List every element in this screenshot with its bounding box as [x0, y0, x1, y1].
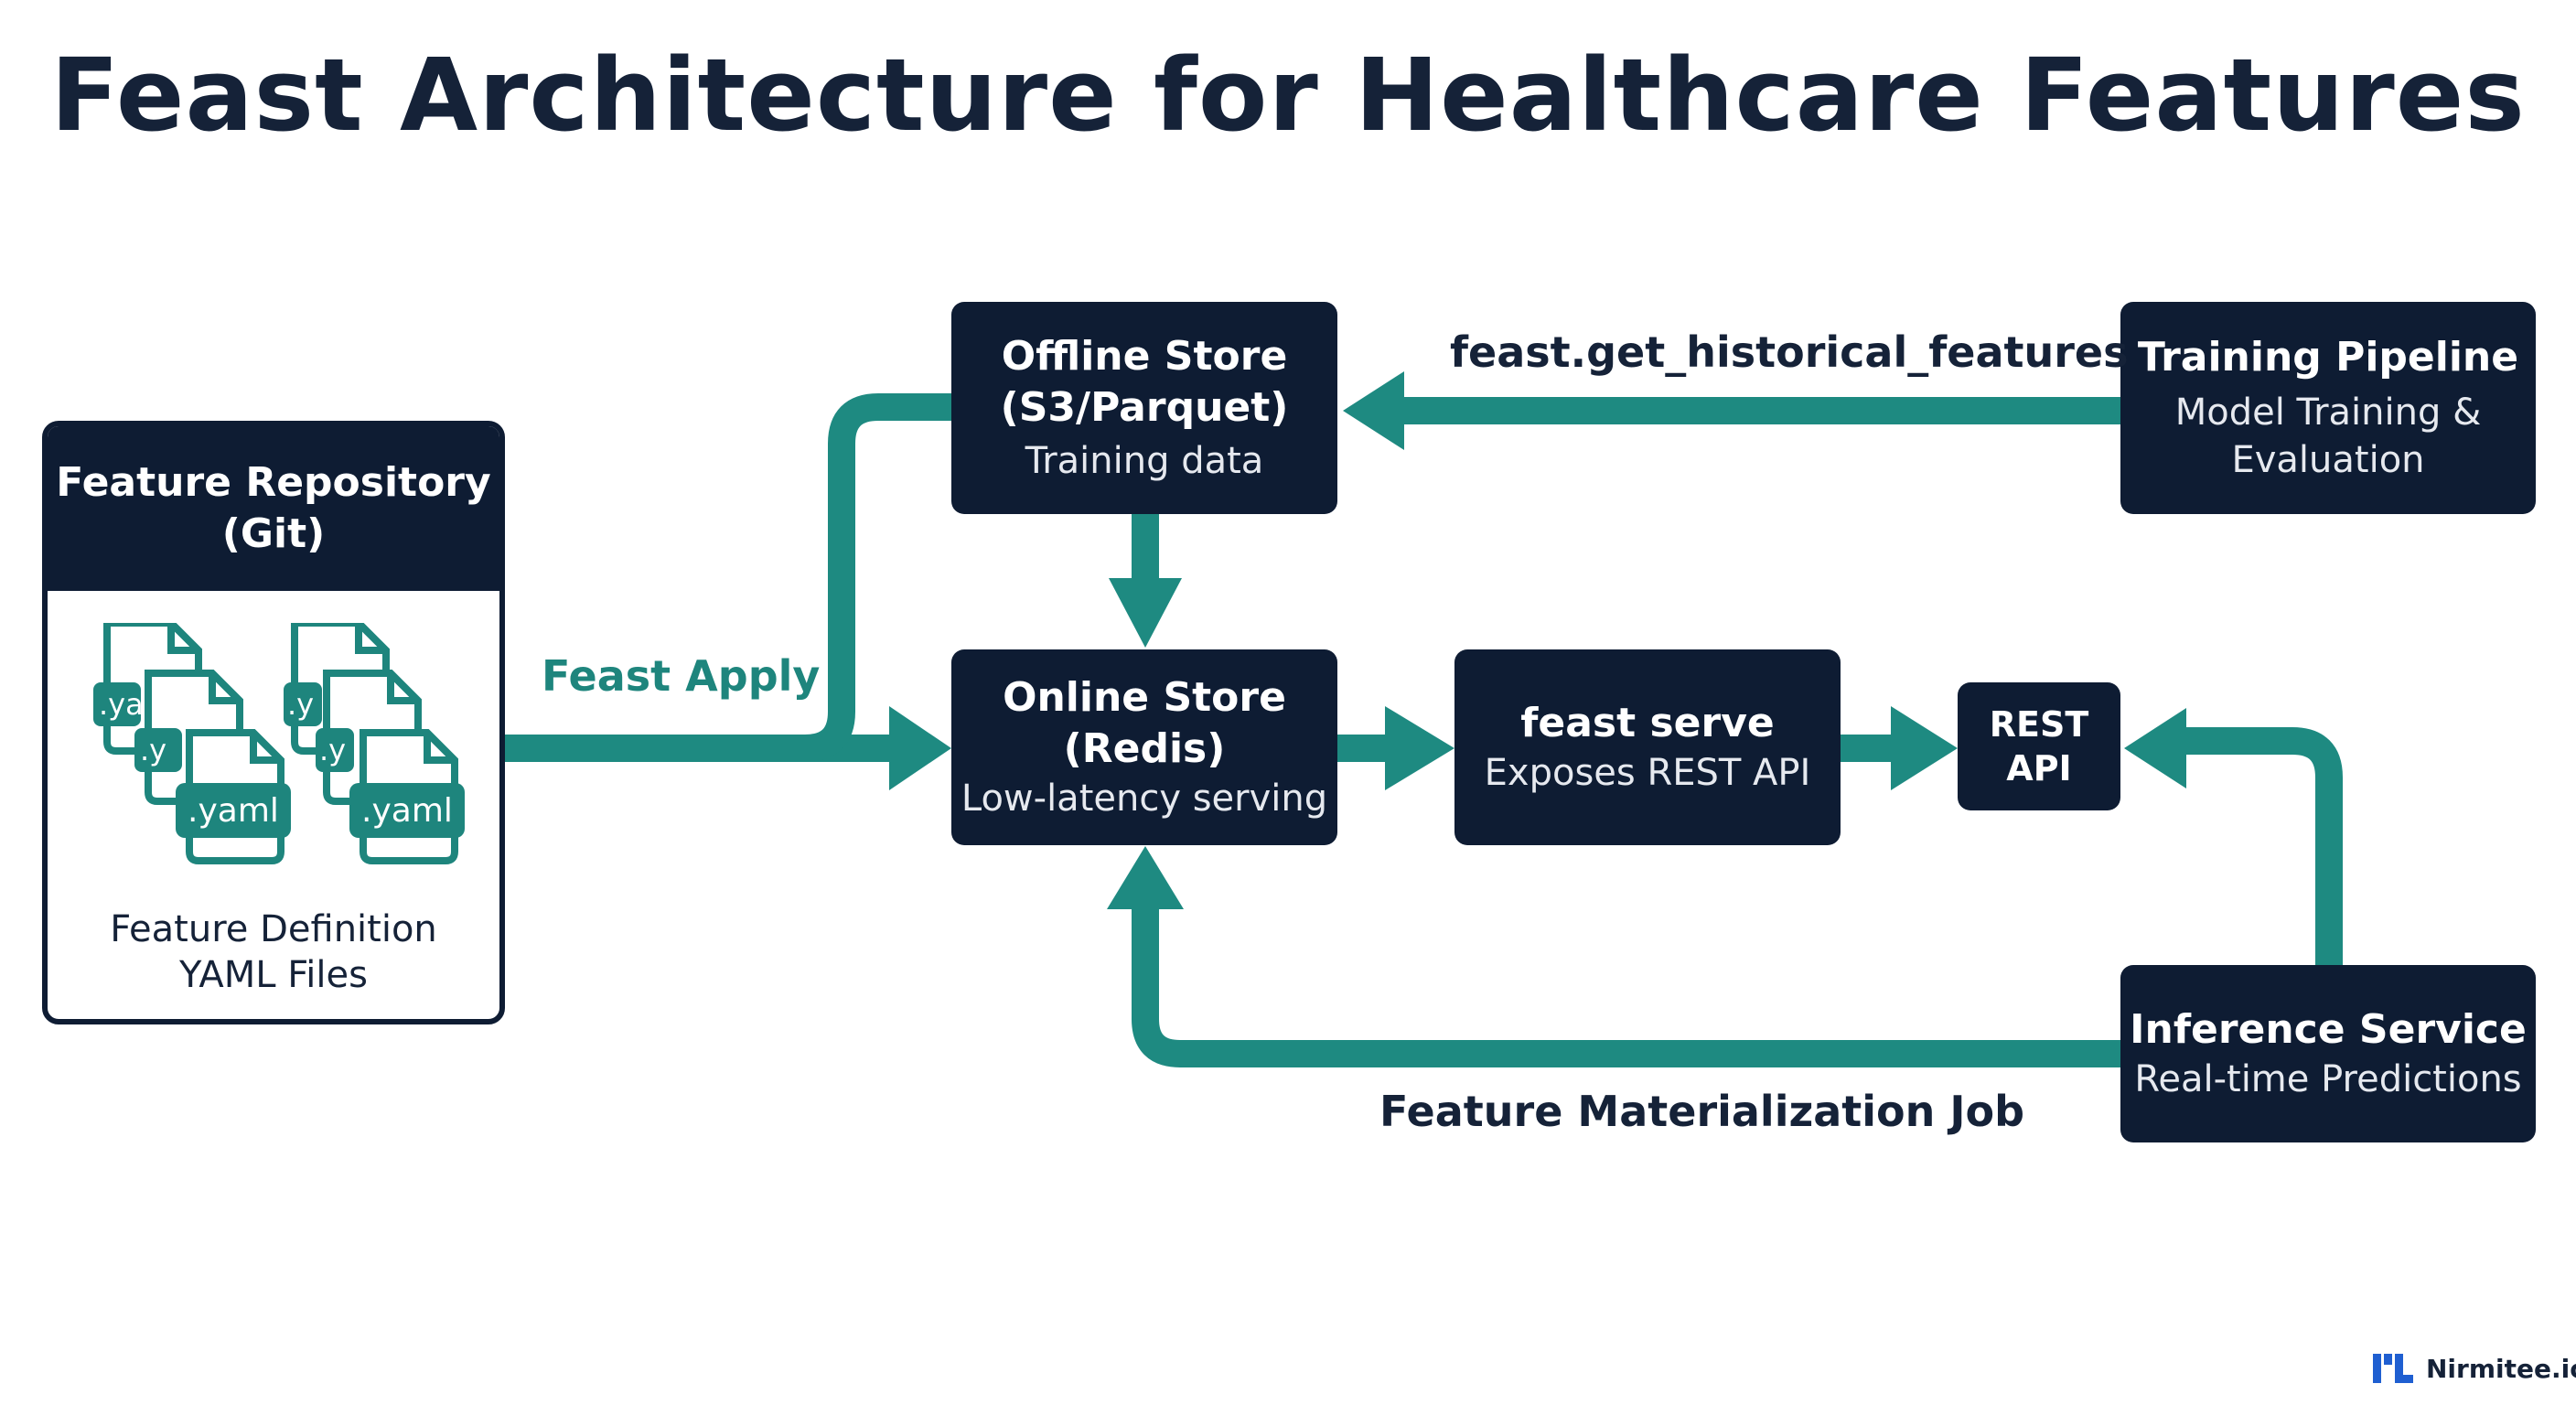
file-label-6: .yaml [361, 792, 453, 830]
training-pipeline-title: Training Pipeline [2137, 334, 2519, 381]
apply-branch-line [804, 393, 951, 762]
feast-serve-description: Exposes REST API [1484, 752, 1811, 794]
online-store-subtitle: (Redis) [1063, 725, 1226, 772]
materialize-arrowhead [1107, 846, 1184, 909]
file-label-2: .y [140, 733, 166, 767]
file-label-3: .yaml [188, 792, 279, 830]
inference-service-title: Inference Service [2130, 1006, 2527, 1053]
diagram-title: Feast Architecture for Healthcare Featur… [50, 37, 2526, 154]
feast-serve-title: feast serve [1520, 700, 1775, 746]
offline-store-box: Offline Store (S3/Parquet) Training data [951, 302, 1337, 514]
training-pipeline-desc-line-1: Model Training & [2174, 391, 2482, 434]
offline-store-subtitle: (S3/Parquet) [1000, 384, 1289, 431]
repo-desc-line-1: Feature Definition [110, 908, 437, 950]
inference-rest-line [2177, 727, 2343, 965]
materialize-arrow-line [1132, 901, 2120, 1067]
inference-service-box: Inference Service Real-time Predictions [2120, 965, 2536, 1142]
brand-logo: Nirmitee.io [2373, 1352, 2576, 1385]
feature-repository-header: Feature Repository (Git) [48, 426, 499, 591]
historical-arrowhead [1343, 371, 1404, 450]
inference-rest-arrowhead [2124, 708, 2186, 788]
inference-service-description: Real-time Predictions [2134, 1058, 2522, 1100]
online-store-description: Low-latency serving [961, 778, 1328, 820]
file-label-5: .y [319, 733, 346, 767]
offline-online-arrowhead [1109, 578, 1182, 648]
apply-arrowhead [889, 706, 951, 790]
feature-repository-description: Feature Definition YAML Files [48, 906, 499, 998]
training-pipeline-desc-line-2: Evaluation [2231, 439, 2425, 481]
online-serve-arrowhead [1385, 706, 1454, 790]
online-store-title: Online Store [1003, 674, 1286, 721]
file-label-4: .y [287, 687, 314, 722]
repo-desc-line-2: YAML Files [179, 954, 368, 996]
rest-api-label-line-1: REST [1989, 704, 2089, 745]
training-pipeline-box: Training Pipeline Model Training & Evalu… [2120, 302, 2536, 514]
rest-api-label-line-2: API [2006, 748, 2072, 788]
offline-store-title: Offline Store [1001, 333, 1288, 380]
feast-apply-label: Feast Apply [542, 651, 821, 701]
materialization-job-label: Feature Materialization Job [1379, 1087, 2025, 1136]
online-store-box: Online Store (Redis) Low-latency serving [951, 649, 1337, 845]
feast-serve-box: feast serve Exposes REST API [1454, 649, 1841, 845]
historical-features-label: feast.get_historical_features [1450, 327, 2129, 377]
offline-store-description: Training data [1025, 440, 1264, 482]
rest-api-box: REST API [1958, 682, 2120, 810]
feature-repository-title: Feature Repository [56, 459, 491, 506]
feature-repository-box: Feature Repository (Git) .ya .y .yaml .y… [42, 421, 505, 1024]
yaml-files-icon: .ya .y .yaml .y .y .yaml [93, 623, 465, 916]
nirmitee-logo-icon [2373, 1354, 2413, 1383]
brand-name: Nirmitee.io [2426, 1353, 2576, 1384]
file-label-1: .ya [99, 687, 144, 722]
serve-rest-arrowhead [1891, 706, 1958, 790]
feature-repository-subtitle: (Git) [221, 510, 326, 557]
